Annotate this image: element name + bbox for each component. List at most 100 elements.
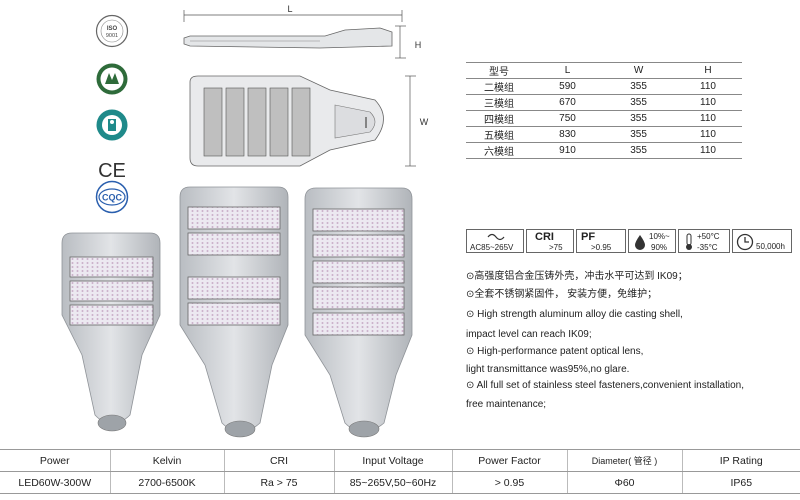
header-cri: CRI (223, 449, 334, 472)
side-view-outline (183, 27, 393, 49)
cqc-badge: CQC (95, 180, 129, 214)
l-cell: 590 (532, 78, 604, 95)
lifetime-spec: 50,000h (732, 229, 792, 253)
humidity-range-end: 90% (651, 243, 668, 252)
feature-en-3-cont: free maintenance; (466, 399, 547, 410)
table-row: LED60W-300W 2700-6500K Ra > 75 85~265V,5… (0, 471, 800, 494)
ce-mark-icon: CE (98, 160, 126, 182)
w-cell: 355 (603, 110, 675, 127)
feature-en-1-cont: impact level can reach IK09; (466, 329, 592, 340)
temperature-spec: +50°C -35°C (678, 229, 730, 253)
ccc-quality-badge (95, 62, 129, 96)
spec-icon-strip: AC85~265V CRI >75 PF >0.95 10%~ 90% +50°… (466, 229, 794, 255)
dimensions-table-header: 型号 L W H (466, 62, 742, 79)
feature-cn-2: ⊙全套不锈钢紧固件， 安装方便，免维护； (466, 289, 658, 300)
h-cell: 110 (674, 78, 742, 95)
top-view-led-modules (203, 87, 311, 157)
model-cell: 三模组 (466, 94, 532, 111)
h-cell: 110 (674, 142, 742, 159)
diameter-value: Φ60 (566, 471, 682, 494)
pf-value: >0.95 (591, 243, 612, 252)
iso9001-seal-icon: ISO 9001 (95, 14, 129, 48)
ce-badge: CE (95, 152, 129, 186)
l-cell: 830 (532, 126, 604, 143)
ip-rating-value: IP65 (681, 471, 800, 494)
input-voltage-value: 85~265V,50~60Hz (333, 471, 452, 494)
svg-text:ISO: ISO (107, 26, 118, 32)
svg-text:9001: 9001 (106, 33, 118, 39)
quality-service-badge (95, 108, 129, 142)
voltage-value: AC85~265V (470, 243, 514, 252)
temp-max: +50°C (697, 232, 720, 241)
pf-label: PF (581, 231, 596, 243)
thermometer-icon (686, 233, 692, 250)
cri-label: CRI (535, 231, 554, 243)
ac-wave-icon (487, 233, 505, 241)
feature-en-3: ⊙ All full set of stainless steel fasten… (466, 380, 744, 391)
header-w: W (603, 62, 675, 79)
specification-table: Power Kelvin CRI Input Voltage Power Fac… (0, 449, 800, 494)
dim-l-label: L (287, 4, 292, 14)
water-drop-icon (635, 235, 645, 250)
feature-en-1: ⊙ High strength aluminum alloy die casti… (466, 309, 683, 320)
feature-en-2-cont: light transmittance was95%,no glare. (466, 364, 630, 375)
table-row: 六模组 910 355 110 (466, 142, 742, 159)
table-row: 五模组 830 355 110 (466, 126, 742, 143)
specification-table-header: Power Kelvin CRI Input Voltage Power Fac… (0, 449, 800, 472)
humidity-spec: 10%~ 90% (628, 229, 676, 253)
quality-service-seal-icon (96, 109, 128, 141)
lamp-small (61, 232, 161, 432)
w-cell: 355 (603, 142, 675, 159)
header-power-factor: Power Factor (451, 449, 567, 472)
kelvin-value: 2700-6500K (109, 471, 224, 494)
pf-spec: PF >0.95 (576, 229, 626, 253)
header-h: H (674, 62, 742, 79)
cri-spec: CRI >75 (526, 229, 574, 253)
l-cell: 910 (532, 142, 604, 159)
model-cell: 五模组 (466, 126, 532, 143)
svg-text:CQC: CQC (102, 193, 123, 203)
dimensions-table: 型号 L W H 二模组 590 355 110 三模组 670 355 110… (466, 62, 742, 159)
clock-icon (736, 233, 754, 251)
header-kelvin: Kelvin (109, 449, 224, 472)
power-value: LED60W-300W (0, 471, 110, 494)
h-cell: 110 (674, 126, 742, 143)
w-cell: 355 (603, 78, 675, 95)
cri-value: >75 (549, 243, 563, 252)
table-row: 四模组 750 355 110 (466, 110, 742, 127)
dim-w-label: W (420, 117, 429, 127)
iso9001-badge: ISO 9001 (95, 14, 129, 48)
svg-text:CE: CE (98, 160, 126, 182)
lamp-medium (179, 186, 289, 438)
product-photos (61, 186, 413, 438)
l-cell: 670 (532, 94, 604, 111)
header-ip-rating: IP Rating (681, 449, 800, 472)
feature-en-2: ⊙ High-performance patent optical lens, (466, 346, 644, 357)
humidity-range-start: 10%~ (649, 232, 670, 241)
header-model: 型号 (466, 62, 532, 79)
table-row: 二模组 590 355 110 (466, 78, 742, 95)
temp-min: -35°C (697, 243, 718, 252)
model-cell: 二模组 (466, 78, 532, 95)
technical-drawing: L H W (183, 4, 429, 167)
header-l: L (532, 62, 604, 79)
h-cell: 110 (674, 110, 742, 127)
header-input-voltage: Input Voltage (333, 449, 452, 472)
quality-seal-icon (96, 63, 128, 95)
lifetime-value: 50,000h (756, 242, 785, 251)
l-cell: 750 (532, 110, 604, 127)
w-cell: 355 (603, 126, 675, 143)
cri-value-cell: Ra > 75 (223, 471, 334, 494)
voltage-spec: AC85~265V (466, 229, 524, 253)
h-cell: 110 (674, 94, 742, 111)
header-diameter: Diameter( 管径 ) (566, 449, 682, 472)
power-factor-value: > 0.95 (451, 471, 567, 494)
feature-cn-1: ⊙高强度铝合金压铸外壳，冲击水平可达到 IK09； (466, 271, 688, 282)
w-cell: 355 (603, 94, 675, 111)
table-row: 三模组 670 355 110 (466, 94, 742, 111)
dim-h-label: H (415, 40, 422, 50)
lamp-large (304, 187, 413, 438)
model-cell: 六模组 (466, 142, 532, 159)
cqc-seal-icon: CQC (95, 180, 129, 214)
header-power: Power (0, 449, 110, 472)
